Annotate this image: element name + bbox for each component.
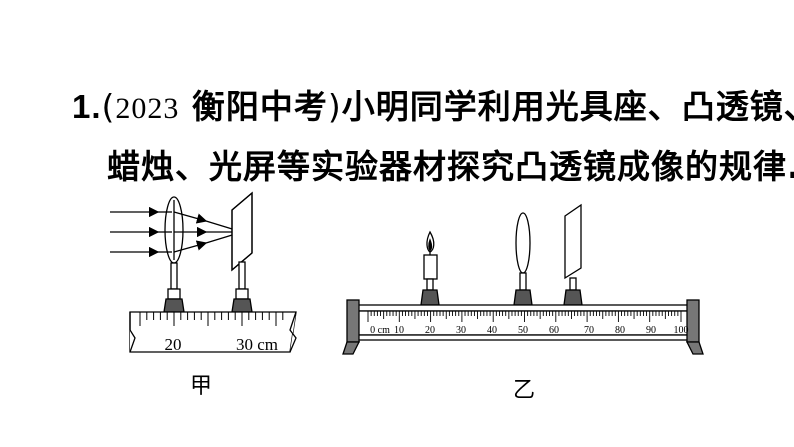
question-number: 1. [72, 88, 102, 125]
bench-label-10: 10 [394, 325, 404, 336]
incoming-rays [110, 206, 172, 258]
figure-jia [110, 191, 297, 353]
convex-lens-yi [513, 212, 533, 306]
bench-label-60: 60 [549, 325, 559, 336]
question-line-2: 蜡烛、光屏等实验器材探究凸透镜成像的规律. [107, 140, 794, 188]
ruler-label-20: 20 [165, 335, 182, 354]
candle [420, 230, 440, 306]
source-name: 衡阳中考 [191, 87, 328, 126]
question-text-1: 小明同学利用光具座、凸透镜、 [341, 87, 794, 126]
question-text-2: 蜡烛、光屏等实验器材探究凸透镜成像的规律. [107, 147, 794, 186]
figure-label-yi: 乙 [513, 378, 536, 403]
bench-label-90: 90 [646, 325, 656, 336]
bench-label-50: 50 [518, 325, 528, 336]
light-screen-yi [563, 203, 583, 306]
bench-label-100: 100 [674, 325, 689, 336]
bench-label-30: 30 [456, 325, 466, 336]
ruler-label-30cm: 30 cm [236, 335, 278, 354]
light-screen-jia [231, 191, 253, 272]
bench-label-0: 0 cm [370, 325, 390, 336]
screen-holder-jia [231, 261, 253, 313]
figure-label-jia: 甲 [190, 374, 213, 399]
bench-label-80: 80 [615, 325, 625, 336]
bench-label-70: 70 [584, 325, 594, 336]
source-year: 2023 [115, 92, 180, 125]
optical-bench [342, 299, 704, 355]
bench-label-40: 40 [487, 325, 497, 336]
figure-yi [342, 203, 704, 355]
question-line-1: 1.(2023 衡阳中考)小明同学利用光具座、凸透镜、 [72, 80, 794, 128]
lens-holder-jia [163, 262, 185, 313]
bench-label-20: 20 [425, 325, 435, 336]
ruler-jia [129, 311, 297, 353]
